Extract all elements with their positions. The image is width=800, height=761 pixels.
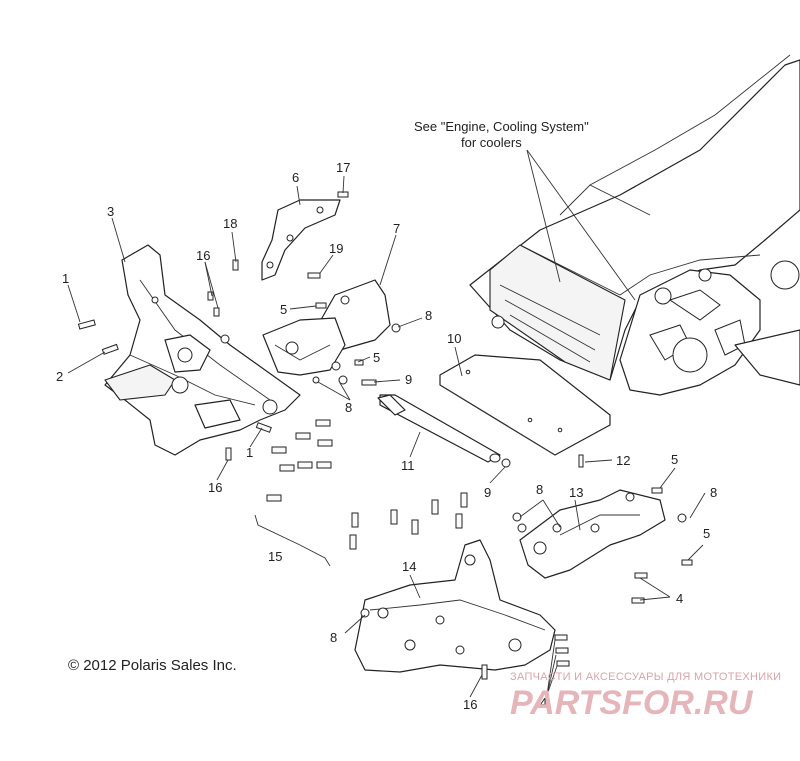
bolt-set-15 xyxy=(254,419,468,567)
callout-15: 15 xyxy=(268,549,282,564)
callout-5: 5 xyxy=(671,452,678,467)
callout-10: 10 xyxy=(447,331,461,346)
floor-plate xyxy=(439,354,611,456)
callout-5: 5 xyxy=(373,350,380,365)
callout-6: 6 xyxy=(292,170,299,185)
callout-8: 8 xyxy=(536,482,543,497)
callout-8: 8 xyxy=(330,630,337,645)
note-line-2: for coolers xyxy=(461,135,522,150)
bracket-7 xyxy=(262,279,391,376)
callout-5: 5 xyxy=(703,526,710,541)
callout-11: 11 xyxy=(401,458,415,473)
watermark-logo: PARTSFOR.RU xyxy=(510,684,754,722)
callout-1: 1 xyxy=(62,271,69,286)
bracket-6 xyxy=(261,199,341,281)
watermark: ЗАПЧАСТИ И АКСЕССУАРЫ ДЛЯ МОТОТЕХНИКИ PA… xyxy=(510,671,781,722)
note-line-1: See "Engine, Cooling System" xyxy=(414,119,589,134)
copyright-notice: © 2012 Polaris Sales Inc. xyxy=(68,657,237,674)
callout-16: 16 xyxy=(196,248,210,263)
callout-labels: 1 1 2 3 4 4 5 5 5 5 6 7 8 8 8 8 8 9 9 10… xyxy=(56,160,717,712)
callout-9: 9 xyxy=(484,485,491,500)
front-bulkhead-left xyxy=(104,244,301,456)
bracket-13 xyxy=(519,489,666,579)
chassis-tunnel xyxy=(469,54,800,396)
callout-12: 12 xyxy=(616,453,630,468)
callout-14: 14 xyxy=(402,559,416,574)
callout-8: 8 xyxy=(710,485,717,500)
callout-5: 5 xyxy=(280,302,287,317)
lower-bulkhead-14 xyxy=(354,539,556,673)
steering-rod xyxy=(377,394,501,463)
callout-3: 3 xyxy=(107,204,114,219)
callout-4: 4 xyxy=(676,591,683,606)
callout-4: 4 xyxy=(540,695,547,710)
callout-1: 1 xyxy=(246,445,253,460)
callout-16: 16 xyxy=(463,697,477,712)
callout-8: 8 xyxy=(345,400,352,415)
callout-16: 16 xyxy=(208,480,222,495)
callout-17: 17 xyxy=(336,160,350,175)
callout-2: 2 xyxy=(56,369,63,384)
callout-9: 9 xyxy=(405,372,412,387)
callout-8: 8 xyxy=(425,308,432,323)
callout-13: 13 xyxy=(569,485,583,500)
callout-18: 18 xyxy=(223,216,237,231)
watermark-tagline: ЗАПЧАСТИ И АКСЕССУАРЫ ДЛЯ МОТОТЕХНИКИ xyxy=(510,671,781,683)
callout-7: 7 xyxy=(393,221,400,236)
fasteners xyxy=(77,191,693,680)
leader-lines xyxy=(67,149,706,698)
callout-19: 19 xyxy=(329,241,343,256)
